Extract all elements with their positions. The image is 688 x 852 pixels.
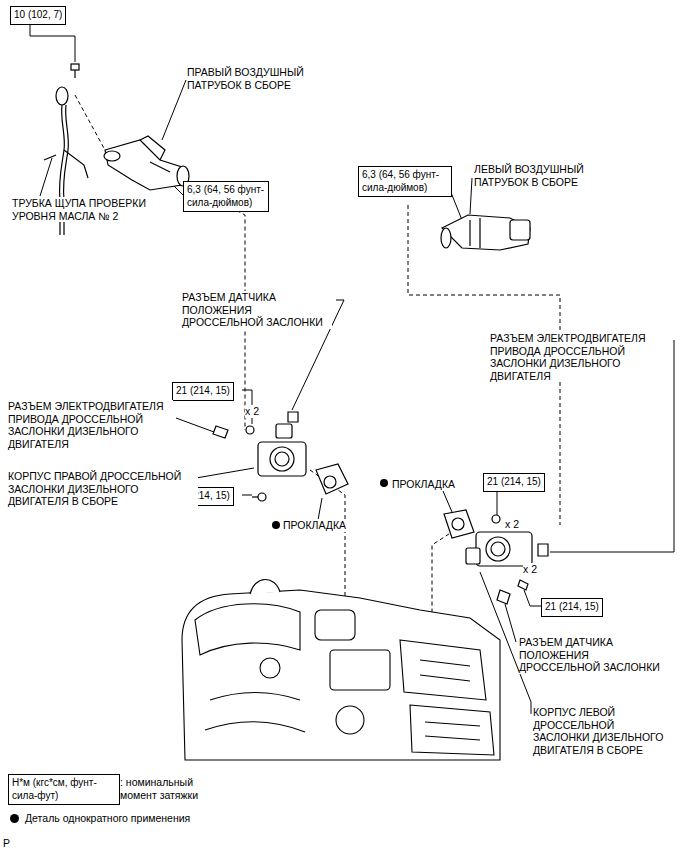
part-label: ЛЕВЫЙ ВОЗДУШНЫЙ ПАТРУБОК В СБОРЕ	[474, 163, 624, 188]
part-label: ПРАВЫЙ ВОЗДУШНЫЙ ПАТРУБОК В СБОРЕ	[187, 66, 327, 91]
part-label: ПРОКЛАДКА	[283, 519, 346, 532]
torque-spec-box: 6,3 (64, 56 фунт-сила-дюймов)	[183, 181, 269, 212]
legend-text: Деталь однократного применения	[25, 812, 190, 825]
legend-torque-box: Н*м (кгс*см, фунт-сила-фут)	[8, 774, 120, 805]
part-label: ПРОКЛАДКА	[392, 478, 455, 491]
part-label: РАЗЪЕМ ДАТЧИКА ПОЛОЖЕНИЯ ДРОССЕЛЬНОЙ ЗАС…	[182, 291, 332, 329]
torque-value: 21 (214, 15)	[487, 476, 541, 489]
part-label: P	[3, 837, 10, 850]
torque-value: 10 (102, 7)	[14, 9, 62, 22]
part-label: ТРУБКА ЩУПА ПРОВЕРКИ УРОВНЯ МАСЛА № 2	[12, 197, 152, 222]
torque-value: 21 (214, 15)	[545, 601, 599, 614]
part-label: x 2	[523, 563, 537, 576]
torque-value: 6,3 (64, 56 фунт-сила-дюймов)	[362, 169, 448, 194]
torque-value: 21 (214, 15)	[176, 385, 230, 398]
torque-value: 6,3 (64, 56 фунт-сила-дюймов)	[187, 184, 265, 209]
part-label: x 2	[245, 405, 259, 418]
torque-spec-box: 21 (214, 15)	[172, 382, 234, 401]
part-label: x 2	[505, 518, 519, 531]
part-label: РАЗЪЕМ ЭЛЕКТРОДВИГАТЕЛЯ ПРИВОДА ДРОССЕЛЬ…	[8, 400, 173, 450]
part-label: РАЗЪЕМ ДАТЧИКА ПОЛОЖЕНИЯ ДРОССЕЛЬНОЙ ЗАС…	[519, 636, 669, 674]
legend-dot	[10, 814, 19, 823]
torque-spec-box: 6,3 (64, 56 фунт-сила-дюймов)	[358, 166, 452, 197]
torque-value: Н*м (кгс*см, фунт-сила-фут)	[12, 777, 116, 802]
part-label: : номинальный момент затяжки	[120, 776, 230, 801]
part-label: РАЗЪЕМ ЭЛЕКТРОДВИГАТЕЛЯ ПРИВОДА ДРОССЕЛЬ…	[490, 332, 670, 382]
torque-spec-box: 10 (102, 7)	[10, 6, 66, 25]
part-label: КОРПУС ПРАВОЙ ДРОССЕЛЬНОЙ ЗАСЛОНКИ ДИЗЕЛ…	[8, 470, 198, 508]
torque-spec-box: 21 (214, 15)	[483, 473, 545, 492]
torque-spec-box: 21 (214, 15)	[541, 598, 603, 617]
part-label: КОРПУС ЛЕВОЙ ДРОССЕЛЬНОЙ ЗАСЛОНКИ ДИЗЕЛЬ…	[533, 706, 673, 756]
legend-row: Деталь однократного применения	[10, 812, 190, 825]
